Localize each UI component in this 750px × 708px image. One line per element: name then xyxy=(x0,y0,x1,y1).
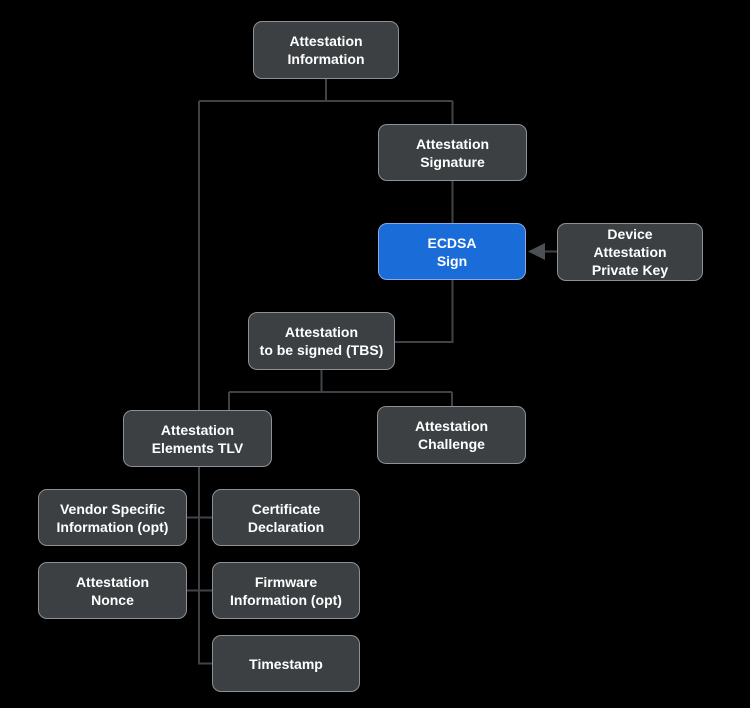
node-timestamp: Timestamp xyxy=(212,635,360,692)
connector-info-top-split xyxy=(199,79,454,124)
node-label: Vendor Specific Information (opt) xyxy=(56,500,169,535)
connector-ecdsa-to-tbs xyxy=(395,280,454,343)
node-label: Firmware Information (opt) xyxy=(230,573,342,608)
node-label: Attestation Elements TLV xyxy=(151,421,244,456)
node-label: Attestation Signature xyxy=(415,135,490,170)
node-device-attestation-private-key: Device Attestation Private Key xyxy=(557,223,703,281)
node-certificate-declaration: Certificate Declaration xyxy=(212,489,360,546)
connector-left-rail-to-tlv-and-children xyxy=(198,101,212,665)
node-attestation-nonce: Attestation Nonce xyxy=(38,562,187,619)
node-label: ECDSA Sign xyxy=(427,234,477,269)
node-attestation-to-be-signed-tbs: Attestation to be signed (TBS) xyxy=(248,312,395,370)
node-attestation-signature: Attestation Signature xyxy=(378,124,527,181)
node-label: Attestation Nonce xyxy=(75,573,150,608)
node-label: Device Attestation Private Key xyxy=(591,226,669,278)
privatekey-arrowhead-icon xyxy=(528,243,545,260)
node-label: Attestation Challenge xyxy=(414,418,489,452)
node-vendor-specific-information: Vendor Specific Information (opt) xyxy=(38,489,187,546)
connector-tbs-bottom-split xyxy=(228,370,453,410)
node-label: Timestamp xyxy=(249,655,323,672)
node-attestation-information: Attestation Information xyxy=(253,21,399,79)
node-ecdsa-sign: ECDSA Sign xyxy=(378,223,526,280)
node-label: Attestation Information xyxy=(287,33,365,67)
node-label: Certificate Declaration xyxy=(247,500,325,535)
node-attestation-challenge: Attestation Challenge xyxy=(377,406,526,464)
node-attestation-elements-tlv: Attestation Elements TLV xyxy=(123,410,272,467)
node-firmware-information: Firmware Information (opt) xyxy=(212,562,360,619)
node-label: Attestation to be signed (TBS) xyxy=(259,324,384,358)
